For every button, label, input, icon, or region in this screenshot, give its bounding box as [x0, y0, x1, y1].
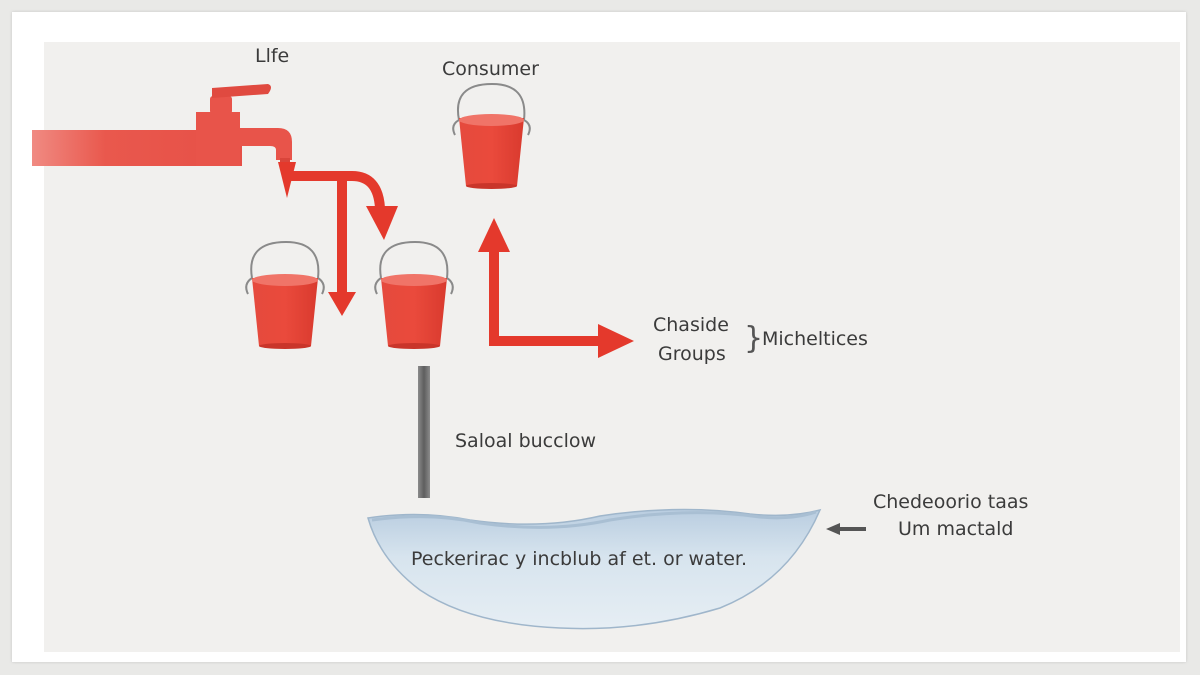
label-side-line2: Um mactald — [898, 518, 1014, 540]
bucket-icon — [245, 240, 325, 349]
label-consumer: Consumer — [442, 58, 539, 80]
down-arrow-icon — [328, 180, 356, 316]
right-arrow-icon — [489, 324, 634, 358]
label-top-left: Llfe — [255, 45, 290, 67]
up-arrow-icon — [478, 218, 510, 346]
label-side-line1: Chedeoorio taas — [873, 491, 1029, 513]
stem-pipe — [418, 366, 430, 498]
curved-arrow-icon — [290, 171, 398, 240]
consumer-bucket-icon — [452, 82, 531, 189]
label-reservoir-text: Peckerirac y incblub af et. or water. — [411, 548, 747, 570]
label-group-line2: Groups — [658, 343, 726, 365]
label-group-line1: Chaside — [653, 314, 729, 336]
faucet-icon — [32, 84, 292, 166]
bucket-icon — [374, 240, 454, 349]
water-pool-icon — [367, 508, 822, 630]
label-saloal: Saloal bucclow — [455, 430, 597, 452]
small-arrow-icon — [826, 523, 866, 535]
label-brace: } — [744, 321, 764, 356]
label-micheltices: Micheltices — [762, 328, 868, 350]
